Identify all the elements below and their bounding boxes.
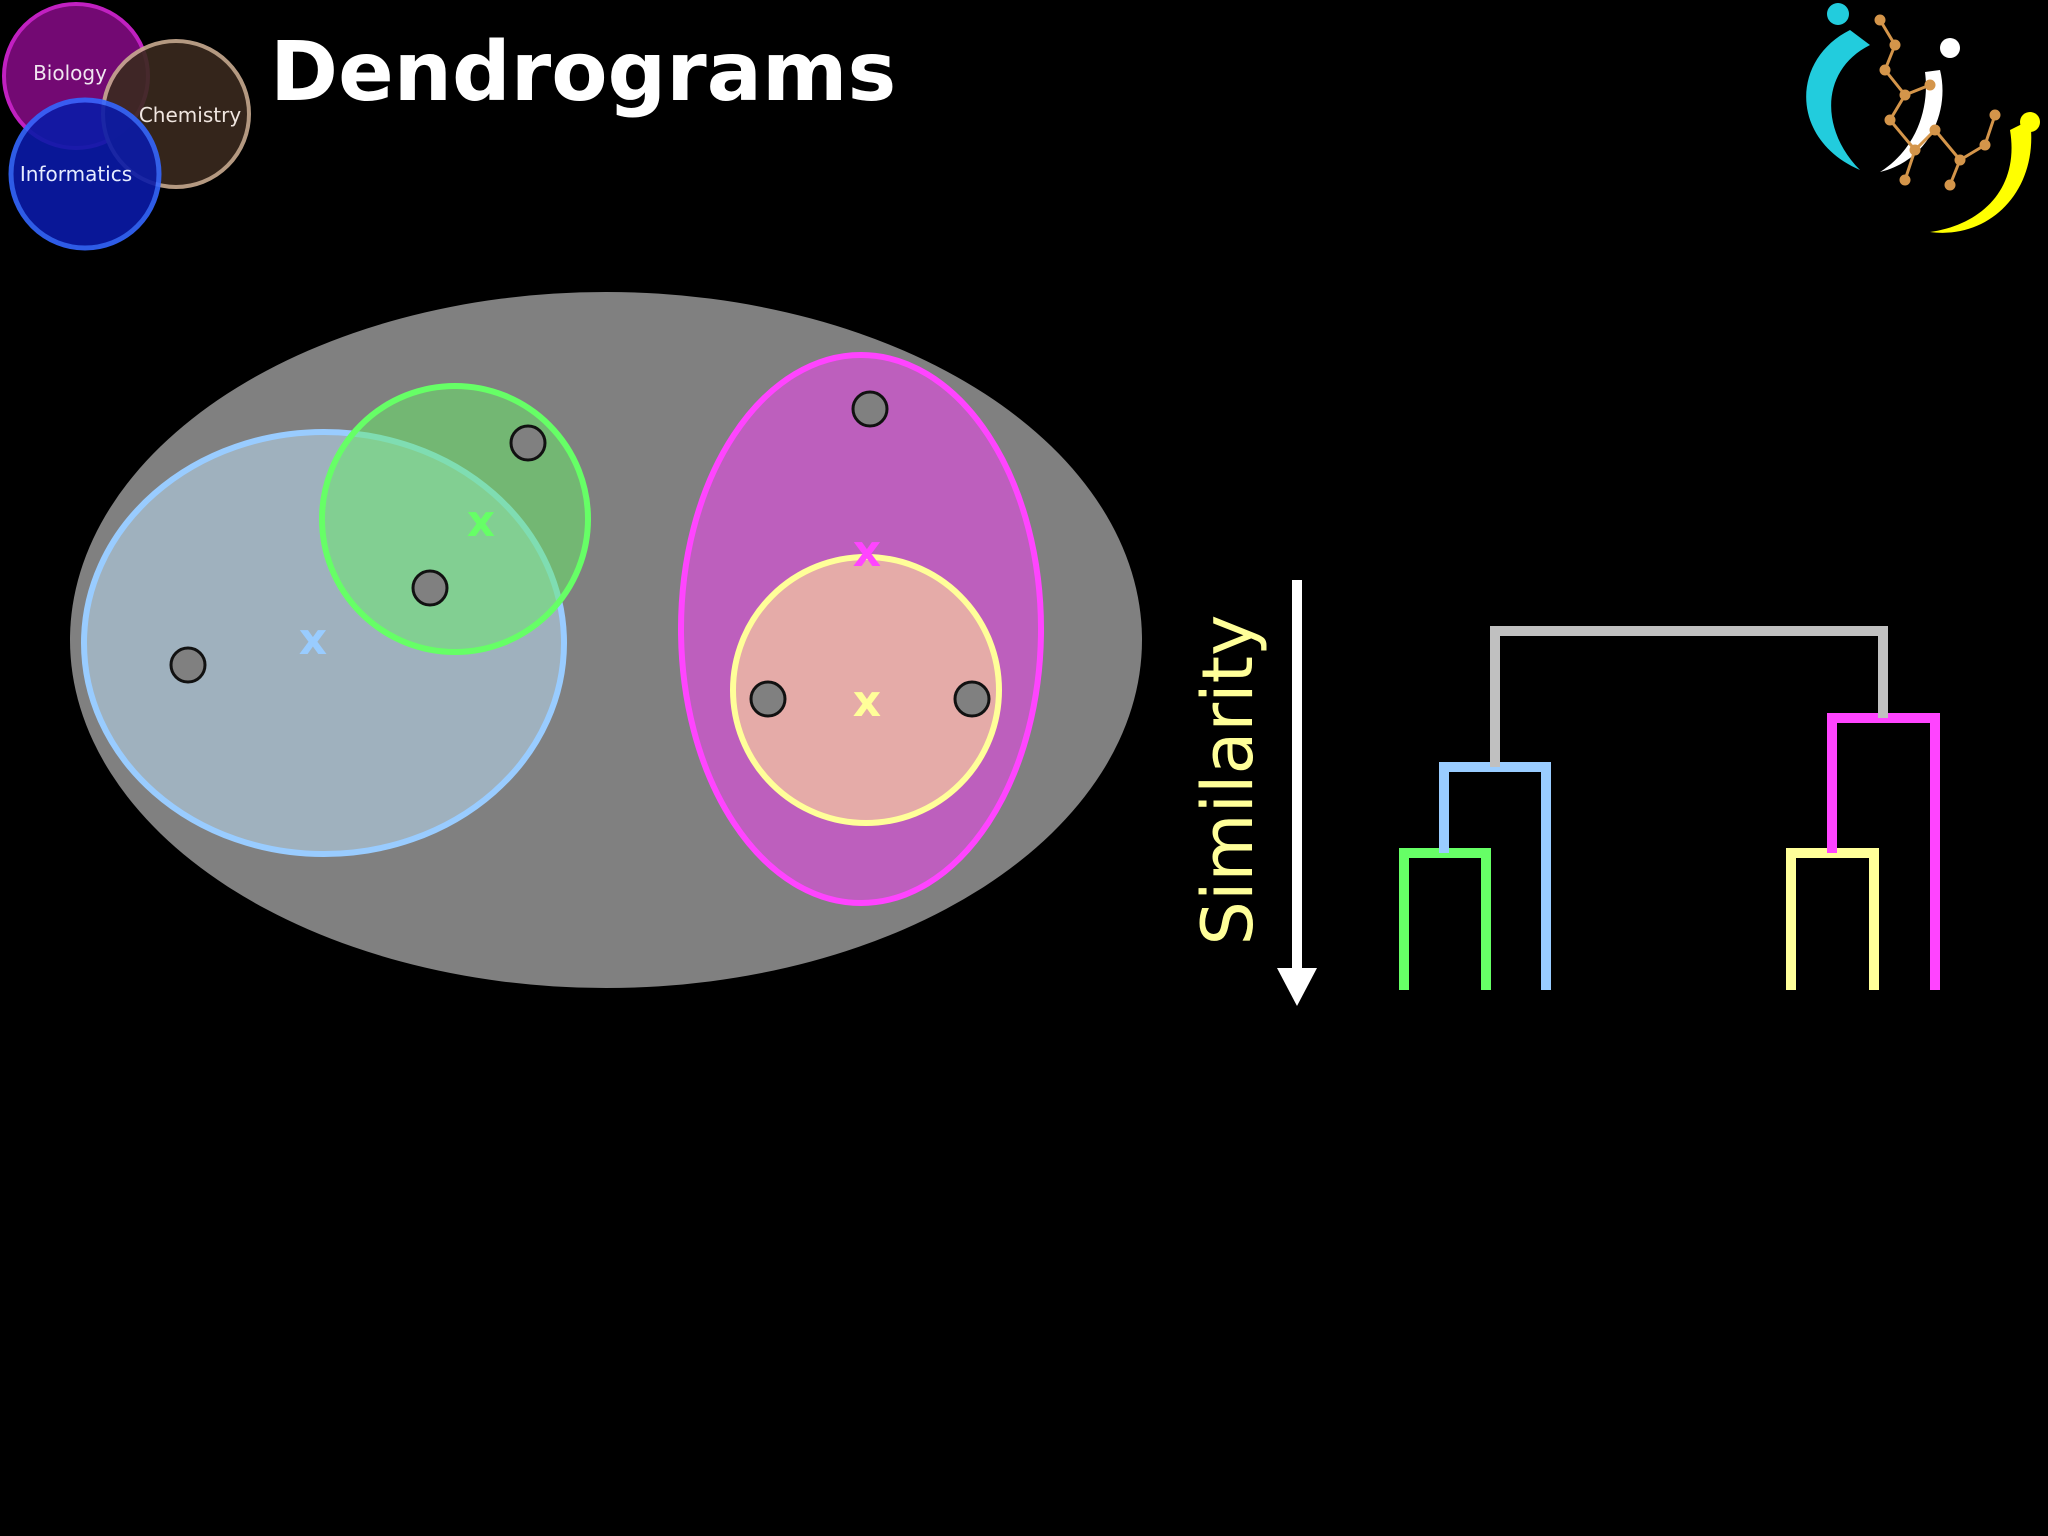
root-link (1490, 626, 1888, 767)
data-point (169, 646, 207, 684)
yellow-swoosh (1930, 120, 2032, 233)
white-swoosh (1880, 70, 1943, 172)
yellow-dot (2020, 112, 2040, 132)
brand-logo (1806, 3, 2040, 233)
page-title: Dendrograms (270, 25, 896, 120)
cyan-dot (1827, 3, 1849, 25)
informatics-label: Informatics (20, 162, 132, 186)
cyan-swoosh (1806, 30, 1870, 170)
magenta-centroid-marker: x (853, 526, 881, 577)
white-dot (1940, 38, 1960, 58)
data-point (749, 680, 787, 718)
dendrogram (1399, 626, 1940, 990)
disciplines-logo: Biology Chemistry Informatics (2, 2, 251, 251)
biology-label: Biology (33, 61, 107, 85)
similarity-axis: Similarity (1187, 580, 1317, 1006)
chemistry-label: Chemistry (139, 103, 241, 127)
similarity-arrow-head (1277, 968, 1317, 1006)
yellow-centroid-marker: x (853, 676, 881, 727)
molecule-icon (1874, 14, 2001, 191)
data-point (411, 569, 449, 607)
data-point (509, 424, 547, 462)
informatics-circle (8, 97, 162, 251)
yellow-cluster (730, 554, 1002, 826)
green-cluster (319, 383, 591, 655)
cluster-diagram: x x x x (70, 292, 1142, 988)
blue-centroid-marker: x (299, 614, 327, 665)
green-centroid-marker: x (467, 496, 495, 547)
data-point (851, 390, 889, 428)
similarity-label: Similarity (1187, 615, 1269, 946)
data-point (953, 680, 991, 718)
